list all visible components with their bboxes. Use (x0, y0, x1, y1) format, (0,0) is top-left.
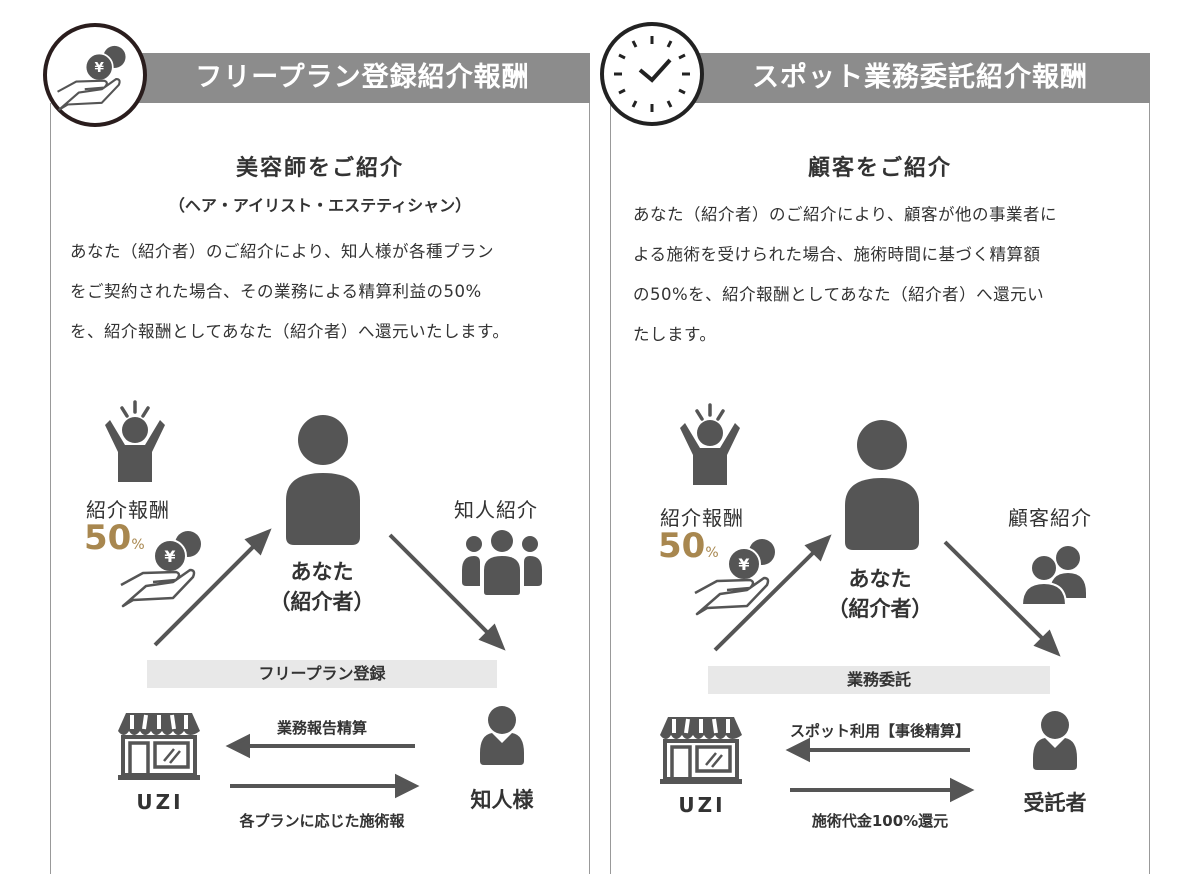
arrowhead (785, 737, 810, 763)
arrowhead (225, 733, 250, 759)
two-people-icon (1020, 546, 1086, 606)
spot-contract-panel: スポット業務委託紹介報酬 顧客をご紹介 あなた（紹介者）のご紹介により、顧客が他… (600, 0, 1150, 874)
arrowhead (804, 534, 832, 562)
heading: 美容師をご紹介 (235, 156, 404, 181)
arrowhead (395, 773, 420, 799)
clock-icon (600, 22, 704, 126)
free-plan-bar: フリープラン登録 (147, 660, 497, 688)
reward-unit: % (131, 537, 145, 553)
description-line: をご契約された場合、その業務による精算利益の50% (70, 282, 482, 301)
right-arrow-label: 各プランに応じた施術報 (239, 812, 405, 830)
reward-label: 紹介報酬 (86, 498, 170, 522)
panel-border (610, 103, 1150, 874)
description-line: たします。 (633, 325, 717, 344)
store-icon (660, 717, 742, 784)
arrow-up-right (153, 540, 260, 647)
contract-bar: 業務委託 (708, 666, 1050, 694)
arrow-up-right (713, 546, 820, 652)
description-line: の50%を、紹介報酬としてあなた（紹介者）へ還元い (633, 285, 1045, 304)
arrowhead (950, 777, 975, 803)
arrow-down-right (943, 540, 1049, 645)
you-label: あなた (848, 567, 912, 591)
intro-label: 顧客紹介 (1008, 506, 1092, 530)
arrowhead (1033, 629, 1061, 657)
reward-percent: 50% (658, 526, 719, 566)
description: あなた（紹介者）のご紹介により、顧客が他の事業者に よる施術を受けられた場合、施… (633, 195, 1143, 355)
arrow-down-right (388, 533, 494, 639)
flow-arrows (153, 528, 506, 799)
heading: 顧客をご紹介 (807, 156, 952, 181)
person-icon (480, 706, 524, 765)
store-icon (118, 713, 200, 780)
arrowhead (478, 623, 506, 651)
reward-unit: % (705, 545, 719, 561)
store-label: UZI (136, 790, 184, 814)
intro-label: 知人紹介 (454, 498, 538, 522)
reward-percent: 50% (84, 518, 145, 558)
person-icon (1033, 711, 1077, 770)
reward-value: 50 (84, 518, 132, 558)
you-sublabel: （紹介者） (827, 597, 933, 621)
free-plan-panel: フリープラン登録紹介報酬 美容師をご紹介 （ヘア・アイリスト・エステティシャン）… (43, 0, 590, 874)
description-line: よる施術を受けられた場合、施術時間に基づく精算額 (633, 245, 1041, 264)
panel-header: スポット業務委託紹介報酬 (690, 53, 1150, 103)
target-label: 受託者 (1023, 791, 1087, 815)
description: あなた（紹介者）のご紹介により、知人様が各種プラン をご契約された場合、その業務… (70, 232, 580, 352)
you-sublabel: （紹介者） (269, 590, 375, 614)
flow-arrows (713, 534, 1061, 803)
you-label: あなた (290, 560, 354, 584)
left-arrow-label: 業務報告精算 (276, 719, 367, 737)
description-line: を、紹介報酬としてあなた（紹介者）へ還元いたします。 (70, 322, 510, 341)
panel-header: フリープラン登録紹介報酬 (135, 53, 590, 103)
description-line: あなた（紹介者）のご紹介により、顧客が他の事業者に (633, 205, 1058, 224)
left-arrow-label: スポット利用【事後精算】 (789, 722, 970, 740)
reward-label: 紹介報酬 (660, 506, 744, 530)
subheading: （ヘア・アイリスト・エステティシャン） (168, 196, 472, 215)
hand-coin-icon (43, 23, 147, 127)
description-line: あなた（紹介者）のご紹介により、知人様が各種プラン (70, 242, 495, 261)
right-arrow-label: 施術代金100%還元 (811, 812, 949, 830)
panel-border (50, 103, 590, 874)
group-icon (462, 530, 542, 595)
reward-value: 50 (658, 526, 706, 566)
store-label: UZI (678, 793, 726, 817)
target-label: 知人様 (470, 788, 534, 812)
arrowhead (244, 528, 272, 556)
